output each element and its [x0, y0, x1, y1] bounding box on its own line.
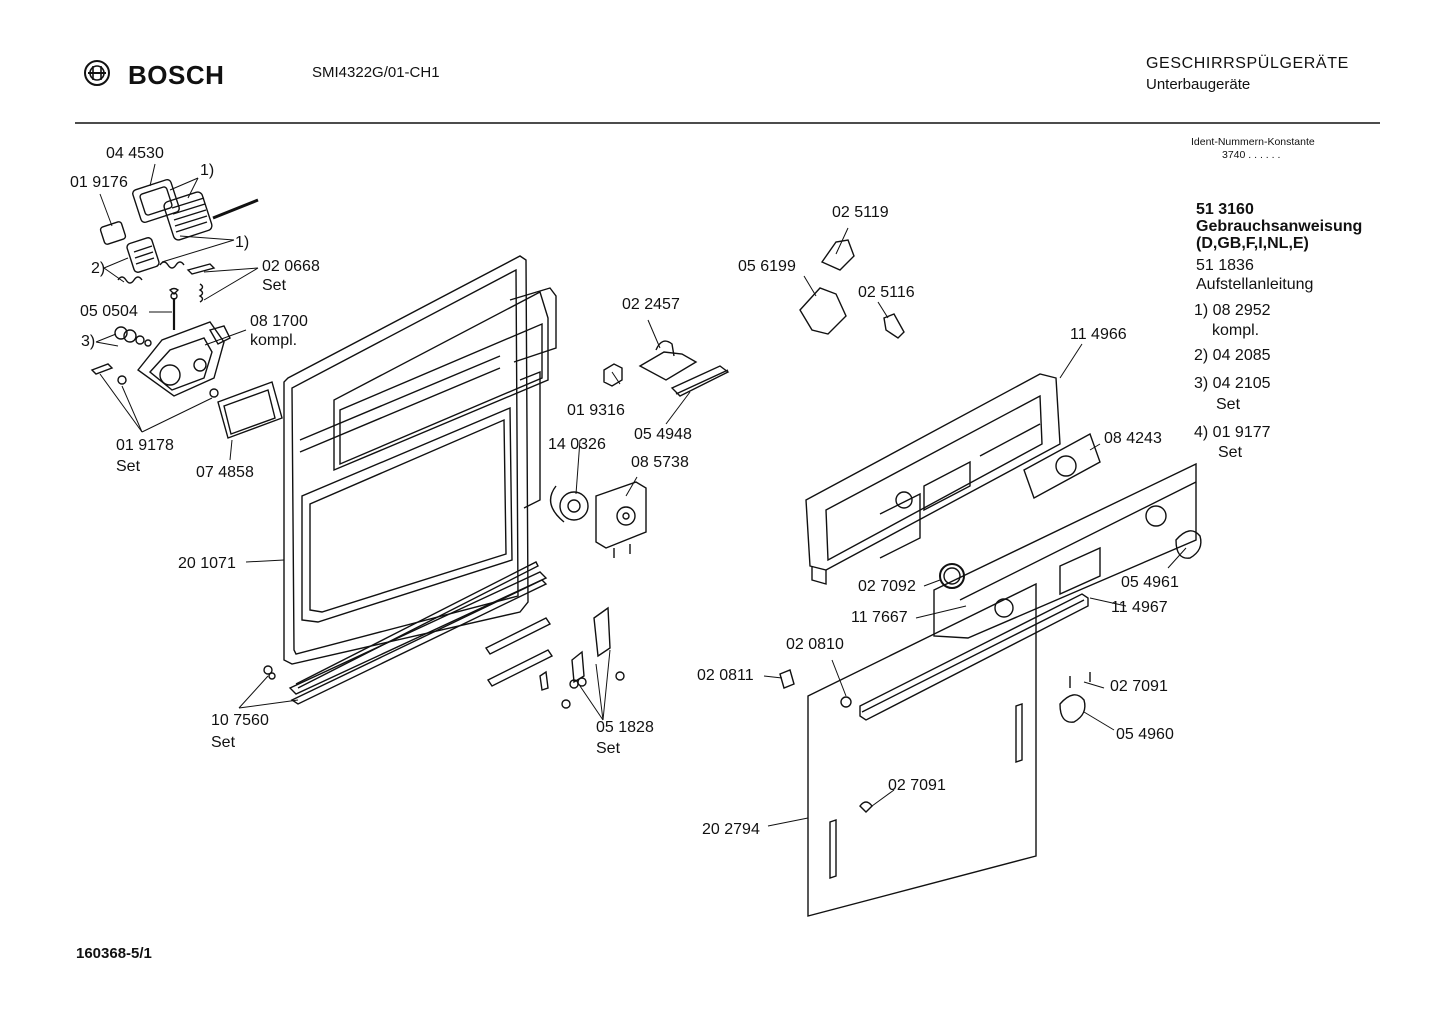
part-label: 01 9178: [116, 437, 174, 454]
part-label: kompl.: [250, 332, 298, 349]
legend-line: kompl.: [1212, 322, 1260, 339]
part-label: 02 7091: [1110, 678, 1168, 695]
note-label: 2): [91, 260, 106, 277]
legend-line: 3) 04 2105: [1194, 375, 1271, 392]
legend-line: (D,GB,F,I,NL,E): [1196, 235, 1309, 252]
legend-line: 4) 01 9177: [1194, 424, 1271, 441]
part-label: 20 1071: [178, 555, 236, 572]
seal-frame-drawing: [218, 382, 282, 438]
category-title: GESCHIRRSPÜLGERÄTE: [1146, 55, 1349, 72]
part-label: 05 0504: [80, 303, 138, 320]
part-label: 05 4960: [1116, 726, 1174, 743]
part-label: Set: [116, 458, 141, 475]
part-label: 02 0810: [786, 636, 844, 653]
part-label: 14 0326: [548, 436, 606, 453]
rinse-grille-drawing: [100, 179, 258, 346]
part-label: 02 0668: [262, 258, 320, 275]
legend-line: Gebrauchsanweisung: [1196, 218, 1363, 235]
ident-value: 3740 . . . . . .: [1222, 149, 1281, 161]
part-label: Set: [211, 734, 236, 751]
part-label: 20 2794: [702, 821, 760, 838]
part-label: 08 5738: [631, 454, 689, 471]
timer-drawing: [551, 482, 646, 558]
brand-name: BOSCH: [128, 60, 225, 90]
part-label: 02 5116: [858, 284, 915, 301]
door-lock-drawing: [604, 341, 728, 396]
control-panel-frame-drawing: [806, 374, 1060, 584]
part-label: 02 5119: [832, 204, 889, 221]
part-label: Set: [262, 277, 287, 294]
category-subtitle: Unterbaugeräte: [1146, 76, 1251, 93]
leader-lines-right: [239, 228, 1186, 826]
part-label: 10 7560: [211, 712, 269, 729]
model-number: SMI4322G/01-CH1: [312, 64, 440, 81]
part-label: 08 4243: [1104, 430, 1162, 447]
note-label: 3): [81, 333, 96, 350]
legend-line: 51 3160: [1196, 201, 1254, 218]
legend-line: 1) 08 2952: [1194, 302, 1271, 319]
outer-door-panel-drawing: [780, 584, 1036, 916]
legend-line: 2) 04 2085: [1194, 347, 1271, 364]
dispenser-unit-drawing: [92, 322, 230, 397]
part-label: 08 1700: [250, 313, 308, 330]
drawing-number: 160368-5/1: [76, 945, 152, 962]
part-label: Set: [596, 740, 621, 757]
hinge-parts-drawing: [486, 608, 624, 708]
part-label: 02 7091: [888, 777, 946, 794]
part-label: 02 0811: [697, 667, 754, 684]
hinge-rails-drawing: [264, 562, 546, 704]
ident-title: Ident-Nummern-Konstante: [1191, 136, 1315, 148]
part-label: 02 7092: [858, 578, 916, 595]
part-label: 05 4948: [634, 426, 692, 443]
legend-line: Set: [1216, 396, 1241, 413]
legend-line: 51 1836: [1196, 257, 1254, 274]
inner-door-drawing: [284, 256, 556, 664]
part-label: 07 4858: [196, 464, 254, 481]
note-label: 1): [235, 234, 250, 251]
part-label: 05 1828: [596, 719, 654, 736]
part-label: 01 9176: [70, 174, 128, 191]
part-label: 05 4961: [1121, 574, 1179, 591]
panel-bracket-drawing: [1024, 434, 1100, 498]
part-label: 04 4530: [106, 145, 164, 162]
handle-bar-drawing: [860, 594, 1088, 720]
part-label: 11 4966: [1070, 326, 1127, 343]
part-label: 11 7667: [851, 609, 908, 626]
legend-line: Aufstellanleitung: [1196, 276, 1314, 293]
part-label: 01 9316: [567, 402, 625, 419]
legend-line: Set: [1218, 444, 1243, 461]
part-label: 02 2457: [622, 296, 680, 313]
latch-parts-drawing: [800, 240, 904, 338]
part-label: 11 4967: [1111, 599, 1168, 616]
note-label: 1): [200, 162, 215, 179]
part-label: 05 6199: [738, 258, 796, 275]
leader-lines-left: [96, 164, 258, 460]
bosch-logo-icon: [85, 61, 109, 85]
